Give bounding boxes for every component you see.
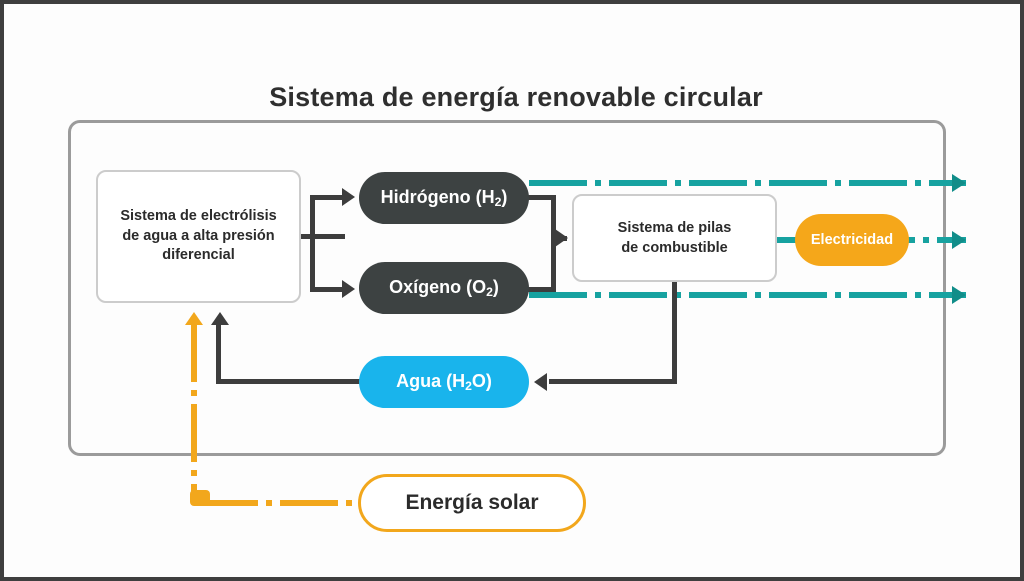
node-electrolysis-label: Sistema de electrólisis de agua a alta p… bbox=[120, 208, 277, 264]
connector-fuelcell-to-water bbox=[549, 379, 677, 384]
water-arrow-icon bbox=[534, 373, 547, 391]
electrolysis-water-arrow-icon bbox=[211, 312, 229, 325]
connector-hydrogen-out bbox=[524, 195, 556, 200]
connector-electrolysis-split bbox=[310, 196, 315, 292]
node-electricity-label: Electricidad bbox=[810, 232, 894, 248]
node-oxygen-label: Oxígeno (O2) bbox=[389, 276, 499, 300]
solar-arrow-icon bbox=[185, 312, 203, 325]
oxygen-arrow-icon bbox=[342, 280, 355, 298]
connector-water-left bbox=[216, 379, 362, 384]
electricity-rail-bottom bbox=[529, 292, 966, 298]
connector-merge-bar bbox=[551, 195, 556, 292]
node-oxygen[interactable]: Oxígeno (O2) bbox=[359, 262, 529, 314]
connector-to-hydrogen bbox=[310, 195, 346, 200]
connector-oxygen-out bbox=[524, 287, 556, 292]
node-water-label: Agua (H2O) bbox=[396, 370, 492, 394]
solar-rail-vertical bbox=[191, 324, 197, 496]
node-hydrogen[interactable]: Hidrógeno (H2) bbox=[359, 172, 529, 224]
system-boundary-frame bbox=[68, 120, 946, 456]
node-fuel-cell-label: Sistema de pilas de combustible bbox=[617, 219, 732, 256]
node-electricity[interactable]: Electricidad bbox=[795, 214, 909, 266]
node-solar-energy[interactable]: Energía solar bbox=[358, 474, 586, 532]
electricity-rail-bottom-arrow-icon bbox=[952, 286, 966, 304]
electricity-rail-top bbox=[529, 180, 966, 186]
connector-fuelcell-down bbox=[672, 282, 677, 382]
connector-to-oxygen bbox=[310, 287, 346, 292]
connector-electrolysis-out bbox=[301, 234, 345, 239]
node-fuel-cell-system[interactable]: Sistema de pilas de combustible bbox=[572, 194, 777, 282]
fuelcell-arrow-icon bbox=[555, 229, 568, 247]
diagram-stage: Sistema de energía renovable circular bbox=[4, 4, 1020, 577]
node-electrolysis-system[interactable]: Sistema de electrólisis de agua a alta p… bbox=[96, 170, 301, 303]
hydrogen-arrow-icon bbox=[342, 188, 355, 206]
electricity-rail-top-arrow-icon bbox=[952, 174, 966, 192]
node-water[interactable]: Agua (H2O) bbox=[359, 356, 529, 408]
connector-water-up bbox=[216, 324, 221, 384]
node-hydrogen-label: Hidrógeno (H2) bbox=[380, 186, 508, 210]
node-solar-label: Energía solar bbox=[405, 491, 539, 514]
solar-rail-horizontal bbox=[200, 500, 360, 506]
page-title: Sistema de energía renovable circular bbox=[269, 82, 763, 112]
electricity-rail-middle-arrow-icon bbox=[952, 231, 966, 249]
